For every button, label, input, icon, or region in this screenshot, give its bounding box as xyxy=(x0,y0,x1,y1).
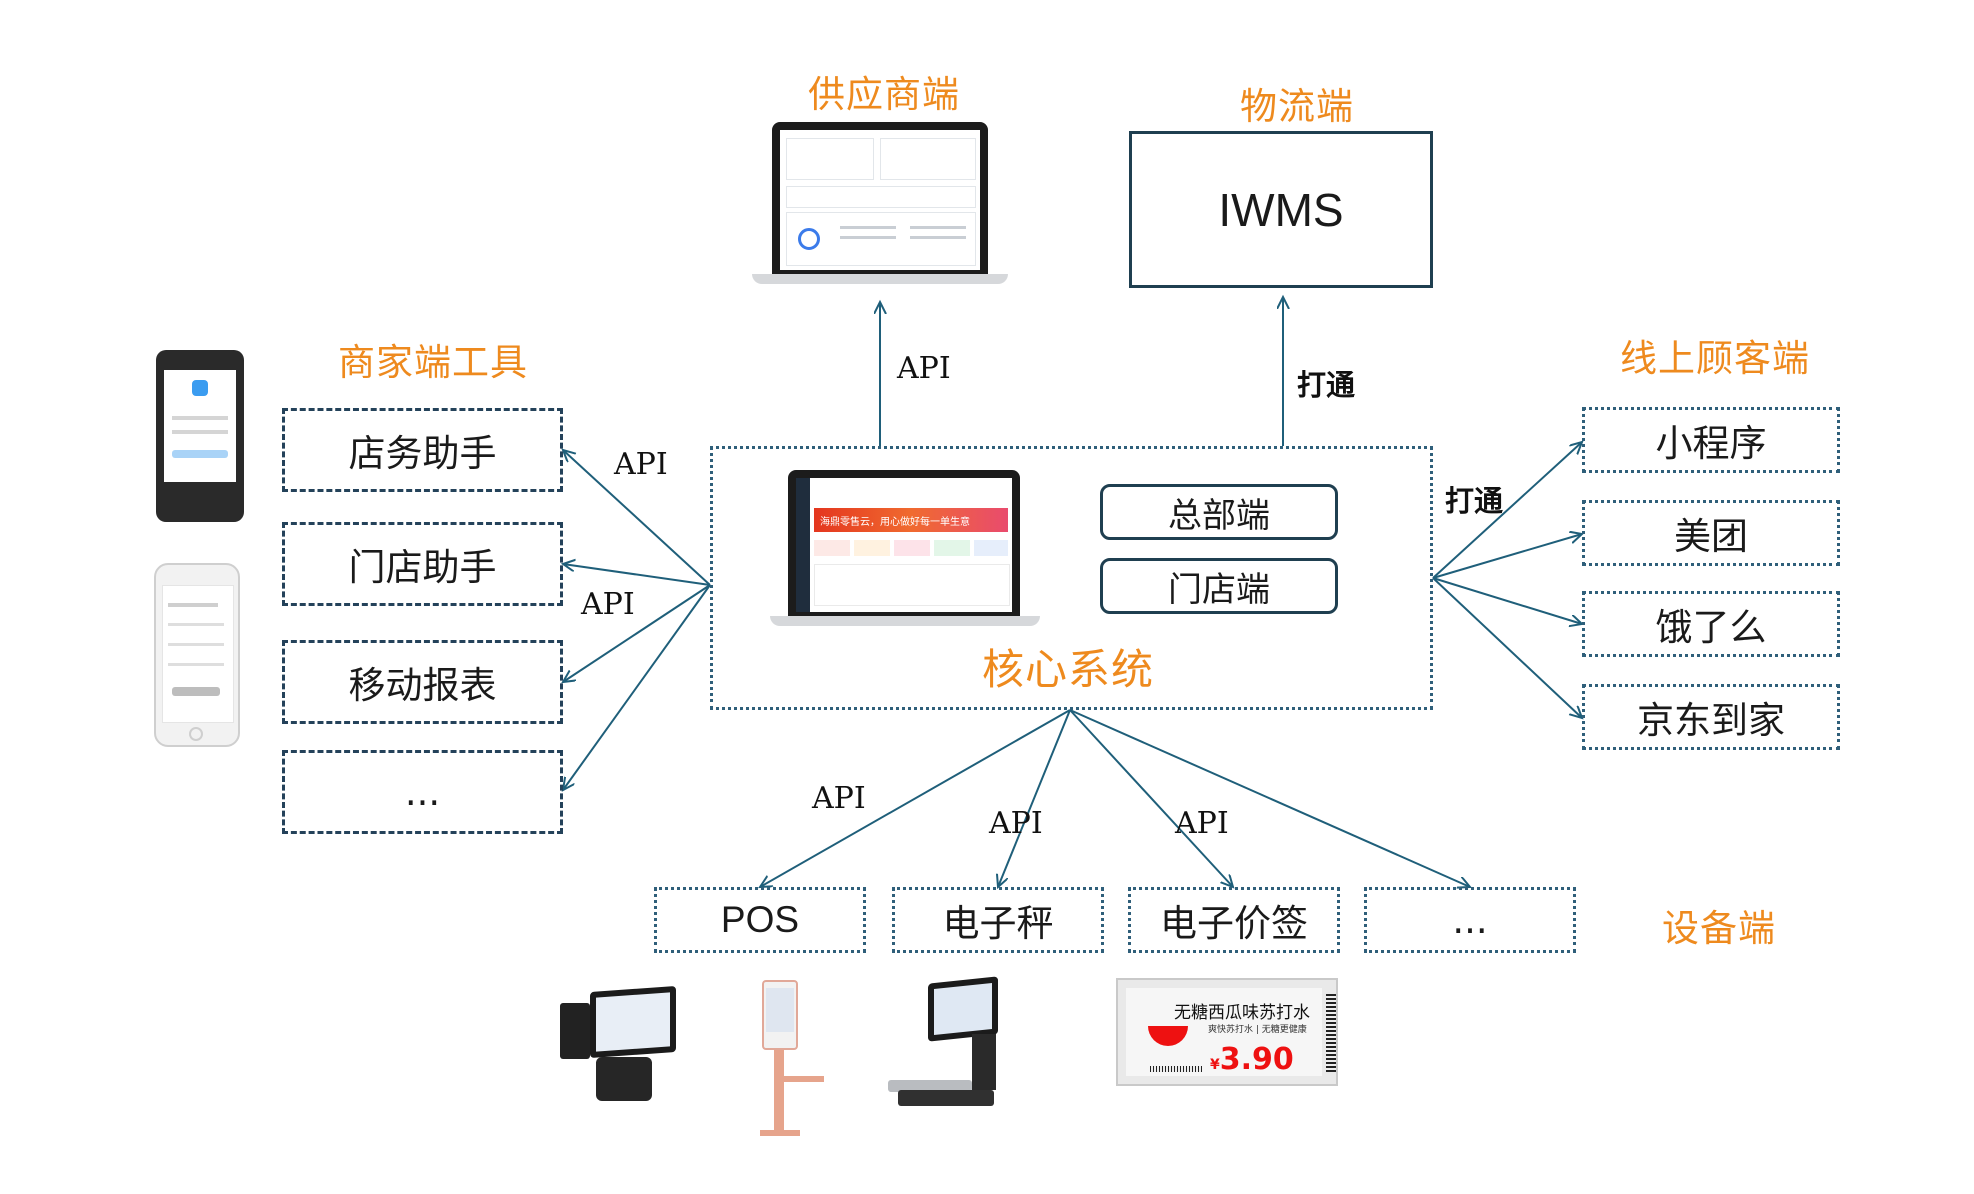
barcode-icon xyxy=(1326,994,1336,1072)
arrow-core-to-eleme xyxy=(1432,577,1582,624)
arrow-core-to-miniprogram xyxy=(1432,442,1582,579)
price-tag-product: 无糖西瓜味苏打水 xyxy=(1174,1003,1310,1023)
device-more-box: ... xyxy=(1364,887,1576,953)
api-label-scale: API xyxy=(989,806,1043,841)
price-tag-subtitle: 爽快苏打水 | 无糖更健康 xyxy=(1208,1025,1307,1035)
store-module: 门店端 xyxy=(1100,558,1338,614)
miniprogram-label: 小程序 xyxy=(1655,422,1767,465)
core-laptop-image: 海鼎零售云，用心做好每一单生意 xyxy=(770,470,1040,630)
arrow-core-to-scale xyxy=(998,709,1071,887)
store-module-label: 门店端 xyxy=(1168,569,1270,610)
arrow-core-to-pos xyxy=(760,709,1071,887)
arrow-core-to-device-more xyxy=(1069,709,1470,887)
merchant-more-label: ... xyxy=(404,770,441,814)
arrow-core-to-mobile-report xyxy=(563,584,711,682)
merchant-more-box: ... xyxy=(282,750,563,834)
scale-label: 电子秤 xyxy=(942,902,1054,945)
store-assistant-label: 店务助手 xyxy=(348,432,497,475)
shop-assistant-label: 门店助手 xyxy=(348,546,497,589)
watermelon-icon xyxy=(1148,1026,1188,1046)
eleme-box: 饿了么 xyxy=(1582,591,1840,657)
pos-box: POS xyxy=(654,887,866,953)
esl-label: 电子价签 xyxy=(1160,902,1308,945)
store-assistant-box: 店务助手 xyxy=(282,408,563,492)
merchant-tools-title: 商家端工具 xyxy=(338,341,528,384)
meituan-label: 美团 xyxy=(1674,515,1748,558)
supplier-laptop-image xyxy=(752,122,1008,292)
arrow-core-to-shop-assistant xyxy=(563,564,711,586)
meituan-box: 美团 xyxy=(1582,500,1840,566)
pos-terminal-image xyxy=(560,985,680,1105)
jddj-label: 京东到家 xyxy=(1637,699,1785,742)
core-system-title: 核心系统 xyxy=(982,645,1155,694)
connect-label-logistics: 打通 xyxy=(1297,368,1356,402)
arrow-core-to-merchant-more xyxy=(563,584,711,790)
smartphone-image xyxy=(154,563,240,747)
api-label-esl: API xyxy=(1175,806,1229,841)
api-label-pos: API xyxy=(812,781,866,816)
devices-title: 设备端 xyxy=(1662,907,1776,950)
mobile-report-box: 移动报表 xyxy=(282,640,563,724)
headquarters-label: 总部端 xyxy=(1168,495,1270,536)
scale-box: 电子秤 xyxy=(892,887,1104,953)
handheld-device-image xyxy=(152,350,248,522)
self-checkout-image xyxy=(744,980,830,1138)
device-more-label: ... xyxy=(1452,898,1488,942)
supplier-title: 供应商端 xyxy=(808,73,960,116)
iwms-box: IWMS xyxy=(1129,131,1433,288)
pos-label: POS xyxy=(720,899,800,940)
connect-label-online: 打通 xyxy=(1445,484,1504,518)
arrow-core-to-jddj xyxy=(1432,577,1582,718)
online-customer-title: 线上顾客端 xyxy=(1620,337,1810,380)
esl-box: 电子价签 xyxy=(1128,887,1340,953)
miniprogram-box: 小程序 xyxy=(1582,407,1840,473)
core-banner-text: 海鼎零售云，用心做好每一单生意 xyxy=(820,516,970,528)
scale-device-image xyxy=(884,976,1014,1110)
arrow-core-to-esl xyxy=(1069,709,1233,887)
arrow-core-to-store-assistant xyxy=(563,450,711,586)
api-label-merchant-top: API xyxy=(614,447,668,482)
headquarters-module: 总部端 xyxy=(1100,484,1338,540)
electronic-price-tag-image: 无糖西瓜味苏打水 爽快苏打水 | 无糖更健康 ¥3.90 xyxy=(1116,978,1338,1086)
eleme-label: 饿了么 xyxy=(1655,606,1767,649)
api-label-merchant-middle: API xyxy=(581,587,635,622)
price-tag-bottom-barcode xyxy=(1150,1066,1202,1072)
price-tag-price: 3.90 xyxy=(1219,1042,1294,1077)
jddj-box: 京东到家 xyxy=(1582,684,1840,750)
iwms-label: IWMS xyxy=(1218,183,1344,236)
api-label-supplier: API xyxy=(897,351,951,386)
logistics-title: 物流端 xyxy=(1240,85,1354,128)
mobile-report-label: 移动报表 xyxy=(348,664,497,707)
shop-assistant-box: 门店助手 xyxy=(282,522,563,606)
core-system-container xyxy=(710,446,1433,710)
arrow-core-to-meituan xyxy=(1432,534,1582,579)
price-tag-currency: ¥ xyxy=(1210,1057,1220,1073)
